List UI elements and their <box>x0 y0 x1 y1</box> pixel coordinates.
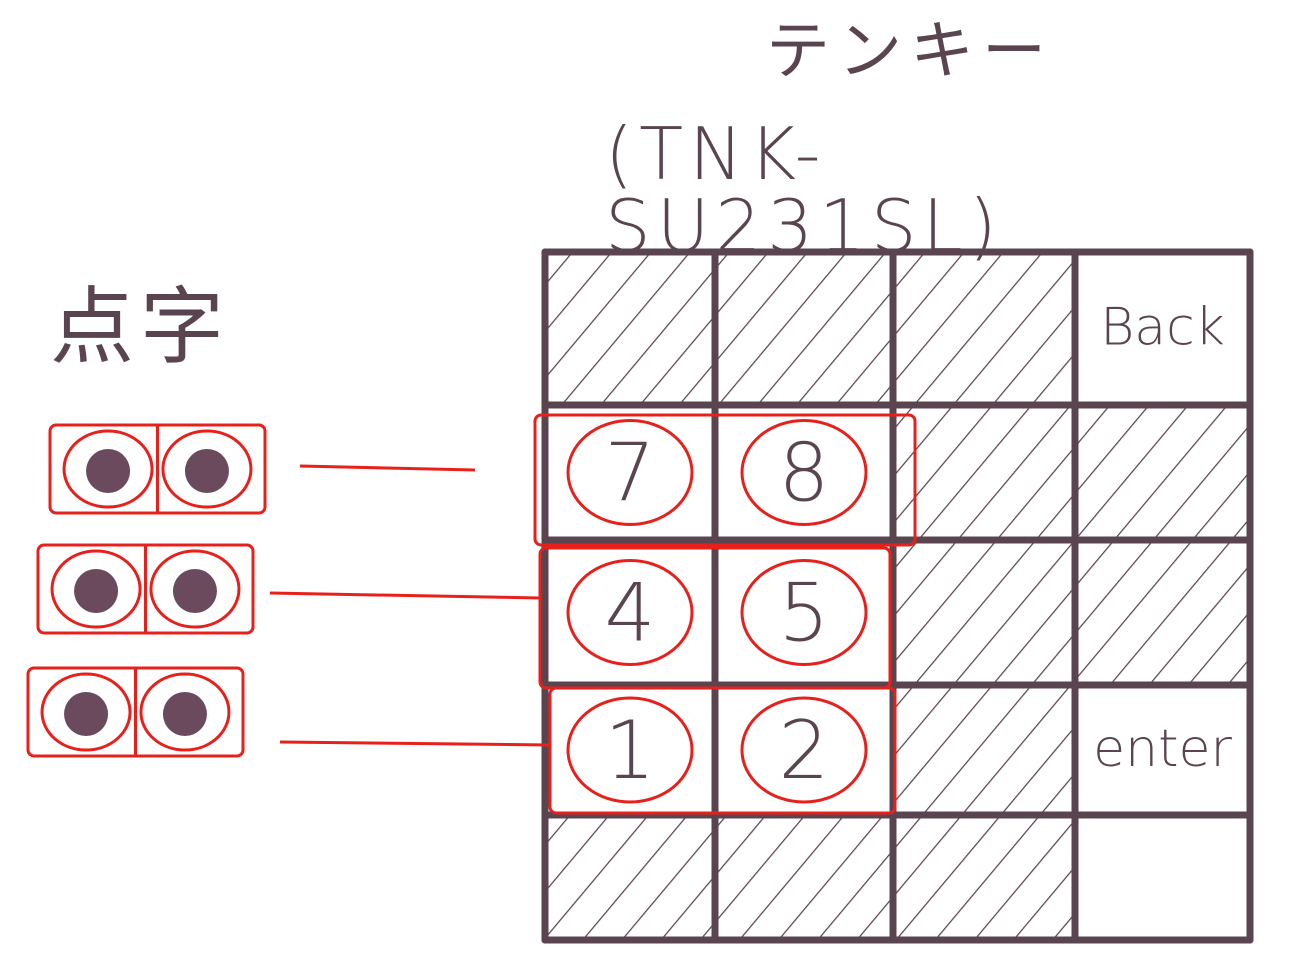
hatched-cell <box>545 815 715 940</box>
hatched-cell <box>893 252 1075 405</box>
keypad-labels: Back 7 8 4 5 1 2 enter <box>605 298 1233 798</box>
connector-lines <box>269 464 551 747</box>
key-label-2: 2 <box>779 704 830 797</box>
braille-dot <box>74 569 119 613</box>
braille-dot <box>64 692 109 736</box>
keypad-grid <box>541 248 1254 944</box>
key-label-enter: enter <box>1093 719 1232 779</box>
hatched-cell <box>1075 405 1250 540</box>
braille-dot <box>172 569 217 613</box>
key-highlight-circle <box>740 419 868 526</box>
key-row-highlight <box>533 413 917 547</box>
key-label-8: 8 <box>779 427 830 520</box>
key-label-7: 7 <box>605 427 656 520</box>
braille-dot-ring <box>50 549 142 629</box>
braille-dot-ring <box>62 429 154 509</box>
key-row-highlight <box>548 686 897 815</box>
braille-dot <box>86 449 131 493</box>
key-highlight-circle <box>566 419 694 526</box>
braille-label: 点字 <box>50 278 231 376</box>
braille-dot <box>162 692 207 736</box>
hatched-cell <box>715 252 893 405</box>
key-highlight-circle <box>740 696 868 804</box>
key-label-back: Back <box>1100 298 1225 358</box>
braille-dot-ring <box>40 672 132 752</box>
keypad-cells <box>545 252 1250 940</box>
braille-dot-ring <box>161 429 253 509</box>
connector-line <box>279 740 551 747</box>
key-label-4: 4 <box>605 567 656 660</box>
key-highlight-circle <box>566 696 694 804</box>
connector-line <box>299 464 476 472</box>
hatched-cell <box>545 252 715 405</box>
key-highlight-circle <box>740 559 868 666</box>
hatched-cell <box>893 540 1075 685</box>
hatched-cell <box>1075 540 1250 685</box>
hatched-cell <box>893 405 1075 540</box>
keypad-title: テンキー <box>766 15 1054 89</box>
braille-dot-ring <box>139 672 231 752</box>
key-highlight-circle <box>566 559 694 666</box>
braille-dot-ring <box>149 549 241 629</box>
hatched-cell <box>893 815 1075 940</box>
hatched-cell <box>715 815 893 940</box>
key-label-5: 5 <box>779 567 830 660</box>
connector-line <box>269 591 541 600</box>
hatched-cell <box>893 685 1075 815</box>
braille-dot <box>184 449 229 493</box>
braille-cells <box>26 423 267 758</box>
key-label-1: 1 <box>605 704 656 797</box>
keypad-highlights <box>533 413 917 815</box>
